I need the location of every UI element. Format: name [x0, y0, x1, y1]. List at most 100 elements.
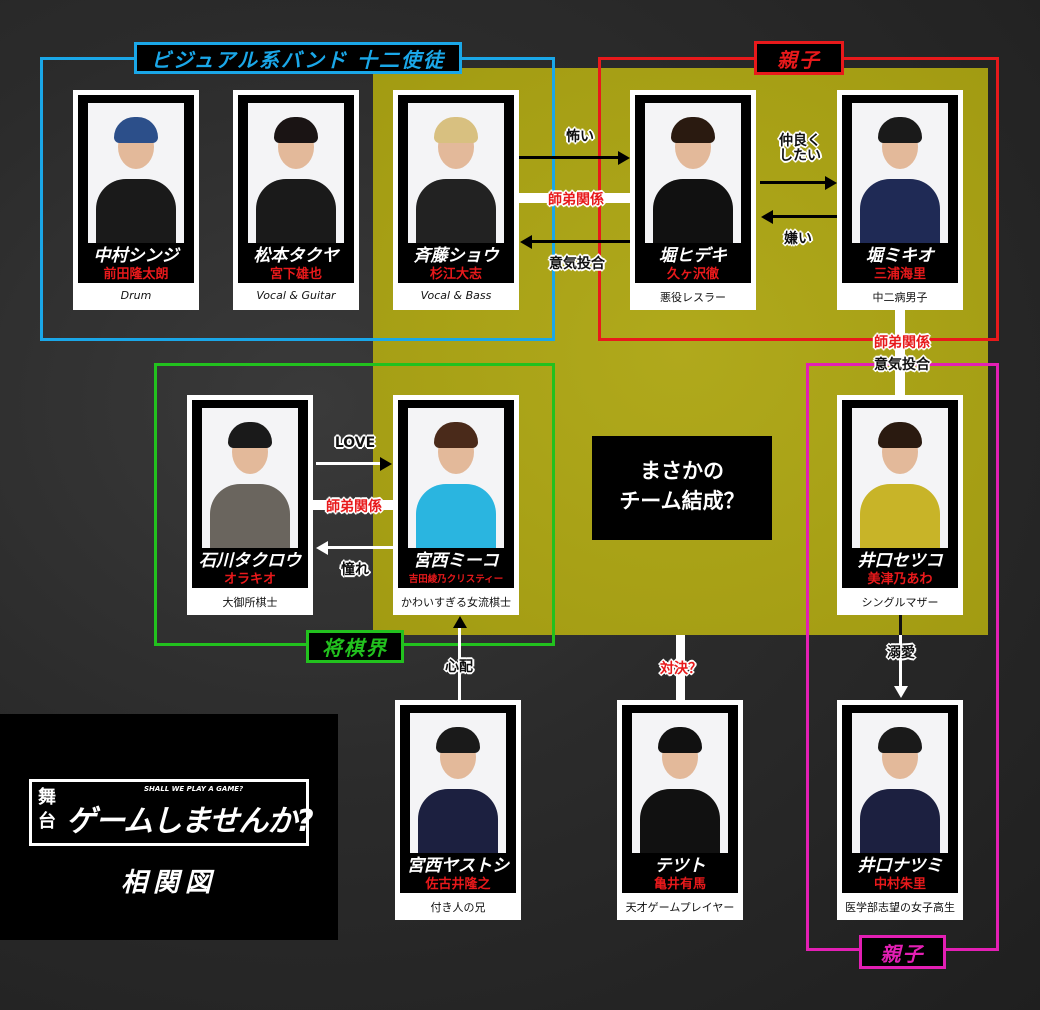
character-photo — [248, 103, 344, 243]
arrow-love — [316, 462, 382, 465]
character-role: Vocal & Guitar — [256, 289, 336, 302]
character-card[interactable]: 中村シンジ 前田隆太朗 Drum — [73, 90, 199, 310]
line-shitei-1 — [519, 193, 630, 203]
label-shinpai: 心配 — [445, 659, 473, 675]
label-akogare: 憧れ — [341, 562, 369, 578]
character-card[interactable]: テツト 亀井有馬 天才ゲームプレイヤー — [617, 700, 743, 920]
logo-subtitle: SHALL WE PLAY A GAME? — [144, 785, 244, 793]
arrow-akogare — [326, 546, 393, 549]
card-inner: 井口ナツミ 中村朱里 — [842, 705, 958, 893]
actor-name: 中村朱里 — [873, 877, 926, 892]
card-inner: 松本タクヤ 宮下雄也 — [238, 95, 354, 283]
character-photo — [852, 713, 948, 853]
character-photo — [202, 408, 298, 548]
arrow-kirai — [772, 215, 837, 218]
card-inner: 斉藤ショウ 杉江大志 — [398, 95, 514, 283]
character-name: 松本タクヤ — [253, 246, 339, 266]
character-name: 井口ナツミ — [857, 856, 943, 876]
character-card[interactable]: 堀ミキオ 三浦海里 中二病男子 — [837, 90, 963, 310]
arrowhead-right-icon — [618, 151, 630, 165]
actor-name: 久ヶ沢徹 — [666, 267, 719, 282]
character-name: テツト — [654, 856, 706, 876]
photo-hair — [274, 117, 318, 143]
character-photo — [645, 103, 741, 243]
character-name: 堀ミキオ — [866, 246, 934, 266]
photo-hair — [228, 422, 272, 448]
label-shitei-3: 師弟関係 — [326, 499, 382, 515]
label-taiketsu: 対決？ — [660, 661, 702, 677]
card-inner: 宮西ヤストシ 佐古井隆之 — [400, 705, 516, 893]
character-card[interactable]: 松本タクヤ 宮下雄也 Vocal & Guitar — [233, 90, 359, 310]
actor-name: 美津乃あわ — [867, 572, 933, 587]
card-inner: 中村シンジ 前田隆太朗 — [78, 95, 194, 283]
character-card[interactable]: 井口ナツミ 中村朱里 医学部志望の女子高生 — [837, 700, 963, 920]
label-kirai: 嫌い — [784, 231, 812, 247]
card-inner: 宮西ミーコ 吉田綾乃クリスティー — [398, 400, 514, 588]
character-photo — [632, 713, 728, 853]
character-name: 斉藤ショウ — [413, 246, 499, 266]
character-role: 悪役レスラー — [660, 291, 726, 304]
character-photo — [410, 713, 506, 853]
line-taiketsu — [676, 635, 685, 700]
team-formation-line1: まさかの — [640, 459, 724, 483]
character-card[interactable]: 宮西ミーコ 吉田綾乃クリスティー かわいすぎる女流棋士 — [393, 395, 519, 615]
actor-name: 亀井有馬 — [653, 877, 706, 892]
photo-body — [416, 484, 496, 548]
character-name: 石川タクロウ — [199, 551, 301, 571]
photo-hair — [878, 117, 922, 143]
character-name: 宮西ミーコ — [413, 551, 499, 571]
photo-hair — [671, 117, 715, 143]
arrowhead-left-icon — [520, 235, 532, 249]
photo-hair — [658, 727, 702, 753]
character-role: 医学部志望の女子高生 — [845, 901, 955, 914]
actor-name: 三浦海里 — [873, 267, 926, 282]
team-formation-line2: チーム結成？ — [619, 489, 745, 513]
line-shitei-2 — [895, 310, 905, 395]
card-inner: 井口セツコ 美津乃あわ — [842, 400, 958, 588]
arrow-dekiai-lower — [899, 635, 902, 687]
photo-hair — [878, 422, 922, 448]
photo-body — [640, 789, 720, 853]
photo-hair — [434, 422, 478, 448]
character-card[interactable]: 井口セツコ 美津乃あわ シングルマザー — [837, 395, 963, 615]
photo-hair — [434, 117, 478, 143]
photo-body — [860, 179, 940, 243]
actor-name: 吉田綾乃クリスティー — [408, 574, 504, 585]
photo-hair — [436, 727, 480, 753]
character-name: 中村シンジ — [93, 246, 179, 266]
character-role: 付き人の兄 — [430, 901, 486, 914]
actor-name: 前田隆太朗 — [103, 267, 169, 282]
actor-name: 杉江大志 — [429, 267, 482, 282]
shogi-group-label: 将棋界 — [306, 630, 404, 663]
arrow-kowai — [519, 156, 619, 159]
character-card[interactable]: 斉藤ショウ 杉江大志 Vocal & Bass — [393, 90, 519, 310]
line-shitei-3 — [313, 500, 393, 510]
character-card[interactable]: 堀ヒデキ 久ヶ沢徹 悪役レスラー — [630, 90, 756, 310]
character-card[interactable]: 石川タクロウ オラキオ 大御所棋士 — [187, 395, 313, 615]
team-formation-box: まさかの チーム結成？ — [592, 436, 772, 540]
character-role: Vocal & Bass — [420, 289, 492, 302]
character-photo — [852, 103, 948, 243]
label-love: LOVE — [334, 435, 376, 451]
label-ikitougou-1: 意気投合 — [549, 256, 605, 272]
arrowhead-up-icon — [453, 616, 467, 628]
photo-body — [653, 179, 733, 243]
card-inner: 堀ミキオ 三浦海里 — [842, 95, 958, 283]
arrowhead-right-icon — [825, 176, 837, 190]
character-card[interactable]: 宮西ヤストシ 佐古井隆之 付き人の兄 — [395, 700, 521, 920]
character-photo — [408, 103, 504, 243]
label-shitei-2: 師弟関係 — [874, 335, 930, 351]
arrowhead-left-icon — [316, 541, 328, 555]
character-name: 堀ヒデキ — [659, 246, 727, 266]
label-shitei-1: 師弟関係 — [548, 192, 604, 208]
photo-body — [210, 484, 290, 548]
character-role: 天才ゲームプレイヤー — [625, 901, 735, 914]
actor-name: オラキオ — [223, 572, 276, 587]
arrowhead-down-icon — [894, 686, 908, 698]
character-photo — [852, 408, 948, 548]
actor-name: 宮下雄也 — [269, 267, 322, 282]
character-role: 大御所棋士 — [222, 596, 278, 609]
character-name: 井口セツコ — [857, 551, 943, 571]
label-nakayoku: 仲良く したい — [779, 133, 821, 164]
character-role: かわいすぎる女流棋士 — [401, 596, 511, 609]
